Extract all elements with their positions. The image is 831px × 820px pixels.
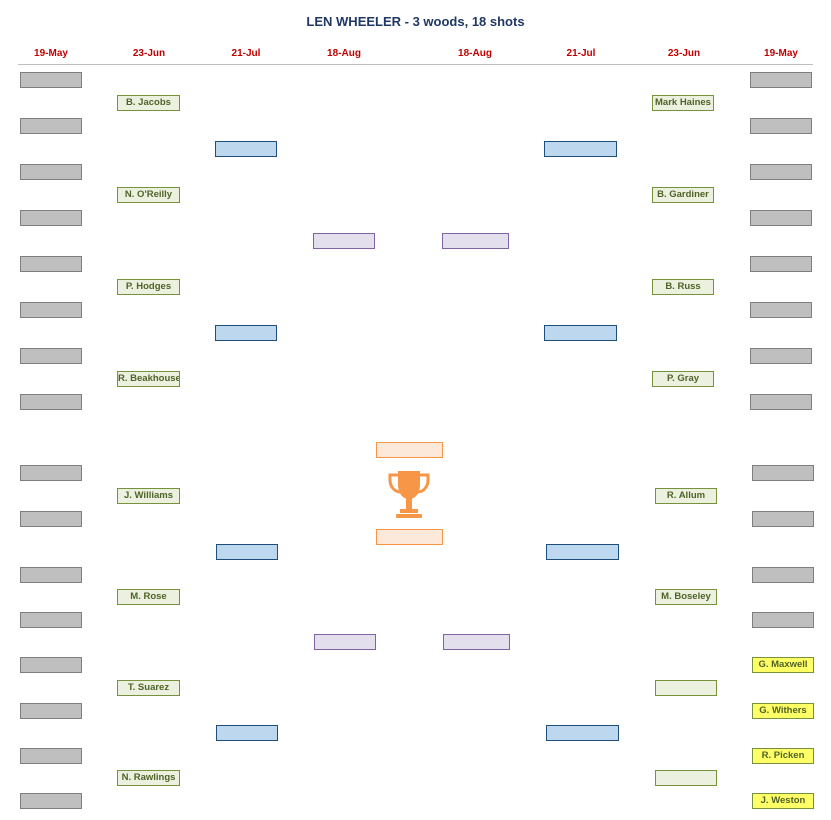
right-r2-slot[interactable]: B. Russ — [652, 279, 714, 295]
right-r1-slot[interactable] — [750, 210, 812, 226]
left-r1-slot[interactable] — [20, 164, 82, 180]
left-r1-slot[interactable] — [20, 612, 82, 628]
left-r1-slot[interactable] — [20, 465, 82, 481]
right-r1-slot[interactable] — [750, 118, 812, 134]
right-r1-slot[interactable] — [750, 256, 812, 272]
left-r2-slot[interactable]: N. Rawlings — [117, 770, 180, 786]
left-r1-slot[interactable] — [20, 348, 82, 364]
right-r2-slot[interactable]: M. Boseley — [655, 589, 717, 605]
left-r3-slot[interactable] — [216, 725, 278, 741]
left-r1-slot[interactable] — [20, 118, 82, 134]
right-r1-slot[interactable] — [752, 612, 814, 628]
left-r1-slot[interactable] — [20, 657, 82, 673]
right-r2-slot[interactable]: R. Allum — [655, 488, 717, 504]
right-r3-slot[interactable] — [544, 141, 617, 157]
left-r1-slot[interactable] — [20, 210, 82, 226]
round-date-left-r1: 19-May — [34, 48, 68, 59]
right-r1-slot[interactable]: G. Withers — [752, 703, 814, 719]
right-r1-slot[interactable] — [752, 511, 814, 527]
right-r3-slot[interactable] — [546, 544, 619, 560]
left-r2-slot[interactable]: N. O'Reilly — [117, 187, 180, 203]
left-r1-slot[interactable] — [20, 256, 82, 272]
header-divider — [18, 64, 813, 65]
right-r2-slot[interactable]: Mark Haines — [652, 95, 714, 111]
right-r1-slot[interactable]: G. Maxwell — [752, 657, 814, 673]
right-r1-slot[interactable]: J. Weston — [752, 793, 814, 809]
round-date-right-r4: 18-Aug — [458, 48, 492, 59]
left-r3-slot[interactable] — [215, 141, 277, 157]
final-slot-bottom[interactable] — [376, 529, 443, 545]
right-r1-slot[interactable] — [750, 348, 812, 364]
round-date-left-r2: 23-Jun — [132, 48, 166, 59]
right-r1-slot[interactable] — [752, 465, 814, 481]
page-title: LEN WHEELER - 3 woods, 18 shots — [306, 14, 525, 29]
left-r3-slot[interactable] — [216, 544, 278, 560]
left-r4-slot[interactable] — [313, 233, 375, 249]
left-r2-slot[interactable]: T. Suarez — [117, 680, 180, 696]
left-r1-slot[interactable] — [20, 703, 82, 719]
right-r2-slot[interactable] — [655, 680, 717, 696]
left-r2-slot[interactable]: M. Rose — [117, 589, 180, 605]
round-date-right-r3: 21-Jul — [566, 48, 596, 59]
right-r1-slot[interactable] — [752, 567, 814, 583]
left-r1-slot[interactable] — [20, 567, 82, 583]
right-r1-slot[interactable] — [750, 394, 812, 410]
left-r1-slot[interactable] — [20, 72, 82, 88]
right-r4-slot[interactable] — [443, 634, 510, 650]
left-r1-slot[interactable] — [20, 748, 82, 764]
right-r2-slot[interactable]: B. Gardiner — [652, 187, 714, 203]
right-r1-slot[interactable] — [750, 164, 812, 180]
left-r1-slot[interactable] — [20, 394, 82, 410]
left-r2-slot[interactable]: B. Jacobs — [117, 95, 180, 111]
round-date-right-r2: 23-Jun — [667, 48, 701, 59]
left-r2-slot[interactable]: R. Beakhouse — [117, 371, 180, 387]
right-r2-slot[interactable]: P. Gray — [652, 371, 714, 387]
round-date-right-r1: 19-May — [764, 48, 798, 59]
left-r1-slot[interactable] — [20, 511, 82, 527]
right-r1-slot[interactable] — [750, 72, 812, 88]
left-r4-slot[interactable] — [314, 634, 376, 650]
right-r1-slot[interactable]: R. Picken — [752, 748, 814, 764]
right-r2-slot[interactable] — [655, 770, 717, 786]
final-slot-top[interactable] — [376, 442, 443, 458]
right-r1-slot[interactable] — [750, 302, 812, 318]
left-r2-slot[interactable]: P. Hodges — [117, 279, 180, 295]
round-date-left-r4: 18-Aug — [327, 48, 361, 59]
trophy-icon — [388, 471, 430, 518]
left-r2-slot[interactable]: J. Williams — [117, 488, 180, 504]
right-r3-slot[interactable] — [546, 725, 619, 741]
left-r3-slot[interactable] — [215, 325, 277, 341]
left-r1-slot[interactable] — [20, 793, 82, 809]
right-r4-slot[interactable] — [442, 233, 509, 249]
right-r3-slot[interactable] — [544, 325, 617, 341]
left-r1-slot[interactable] — [20, 302, 82, 318]
round-date-left-r3: 21-Jul — [231, 48, 261, 59]
